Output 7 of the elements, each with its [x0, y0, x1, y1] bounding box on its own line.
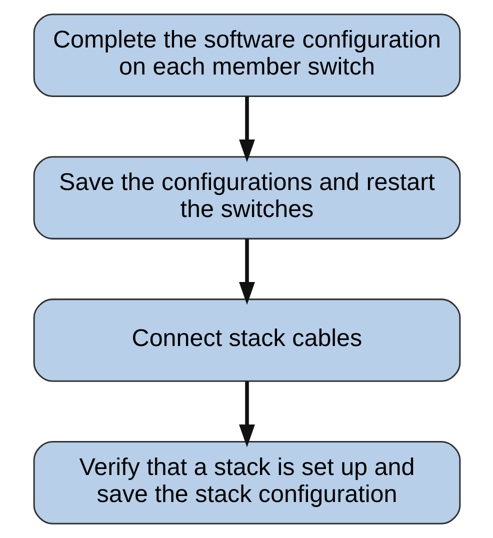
node-box: Connect stack cables [32, 298, 460, 382]
node-box: Save the configurations and restart the switches [32, 156, 460, 240]
node-box: Complete the software configuration on each member switch [32, 14, 460, 97]
arrow [238, 96, 254, 162]
node-box: Verify that a stack is set up and save the stack configuration [32, 441, 460, 524]
arrow [238, 381, 254, 448]
arrow [238, 238, 254, 305]
